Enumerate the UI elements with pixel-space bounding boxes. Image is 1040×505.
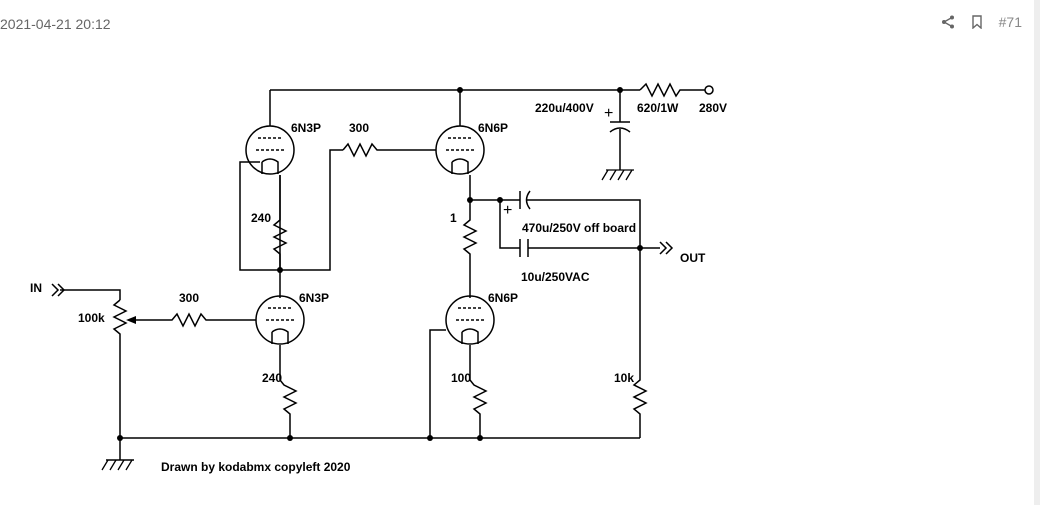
tube-top-right [435, 125, 485, 175]
grid-resistor-top-label: 300 [349, 121, 369, 135]
cathode-resistor-br-label: 100 [451, 371, 471, 385]
tube-bottom-right [445, 295, 495, 345]
grid-resistor-input-label: 300 [179, 291, 199, 305]
pot-label: 100k [78, 311, 105, 325]
svg-text:+: + [503, 202, 512, 219]
post-date: 2021-04-21 20:12 [0, 16, 111, 32]
vacuum-tubes [245, 125, 495, 345]
supply-resistor-label: 620/1W [637, 101, 679, 115]
cathode-resistor-top-label: 240 [251, 211, 271, 225]
input-label: IN [30, 281, 42, 295]
share-icon[interactable] [941, 15, 955, 29]
resistor-one-label: 1 [450, 211, 457, 225]
tube-top-left [245, 125, 295, 175]
cathode-resistor-bl-label: 240 [262, 371, 282, 385]
bookmark-icon[interactable] [971, 15, 983, 29]
tube-top-left-label: 6N3P [291, 121, 321, 135]
credit-text: Drawn by kodabmx copyleft 2020 [161, 460, 351, 474]
output-cap-electrolytic-label: 470u/250V off board [522, 221, 636, 235]
tube-bottom-left [255, 295, 305, 345]
tube-bottom-left-label: 6N3P [299, 291, 329, 305]
scrollbar[interactable] [1034, 0, 1040, 505]
svg-text:+: + [604, 105, 613, 122]
output-label: OUT [680, 251, 706, 265]
supply-voltage-label: 280V [699, 101, 727, 115]
tube-bottom-right-label: 6N6P [488, 291, 518, 305]
output-load-label: 10k [614, 371, 634, 385]
output-cap-film-label: 10u/250VAC [521, 270, 590, 284]
post-number[interactable]: #71 [998, 14, 1022, 30]
tube-top-right-label: 6N6P [478, 121, 508, 135]
ground-symbols [101, 169, 634, 471]
post-actions: #71 [941, 14, 1022, 30]
supply-cap-label: 220u/400V [535, 101, 594, 115]
wires [60, 82, 705, 461]
junctions [117, 87, 643, 441]
